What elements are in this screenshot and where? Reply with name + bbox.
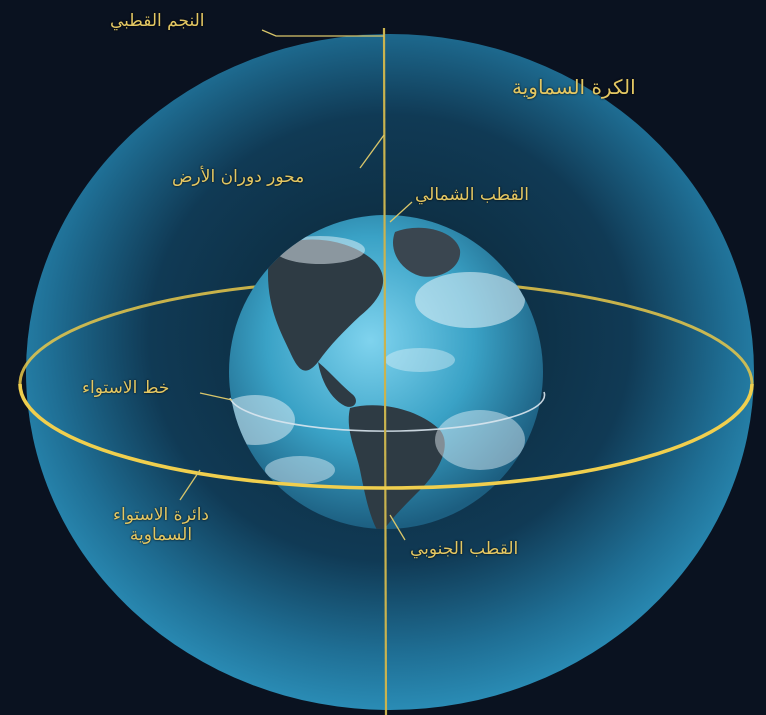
south-pole-label: القطب الجنوبي — [410, 539, 519, 559]
earth-rotation-axis — [382, 27, 388, 715]
celestial-equator-label-line1: دائرة الاستواء — [112, 505, 209, 525]
equator-label: خط الاستواء — [82, 378, 170, 398]
label-pointers — [179, 29, 413, 541]
celestial-equator-label-line2: السماوية — [129, 524, 193, 545]
south-pole-pointer — [389, 514, 406, 541]
celestial-sphere-label: الكرة السماوية — [512, 75, 636, 99]
celestial-equator-label: دائرة الاستواء السماوية — [86, 505, 236, 545]
polaris-label: النجم القطبي — [110, 11, 205, 31]
equator-pointer — [199, 392, 233, 401]
landmass-central-america — [318, 362, 356, 407]
landmass-north-america — [268, 239, 384, 371]
landmass-south-america — [348, 405, 445, 529]
earth-equator — [229, 391, 546, 432]
axis-pointer — [359, 134, 385, 169]
landmass-greenland — [392, 227, 461, 277]
earth-axis-label: محور دوران الأرض — [172, 167, 305, 187]
celestial-equator-front — [18, 383, 754, 490]
north-pole-pointer — [389, 201, 413, 223]
polaris-pointer — [261, 29, 384, 37]
north-pole-label: القطب الشمالي — [415, 185, 529, 205]
celestial-equator-pointer — [179, 469, 201, 501]
